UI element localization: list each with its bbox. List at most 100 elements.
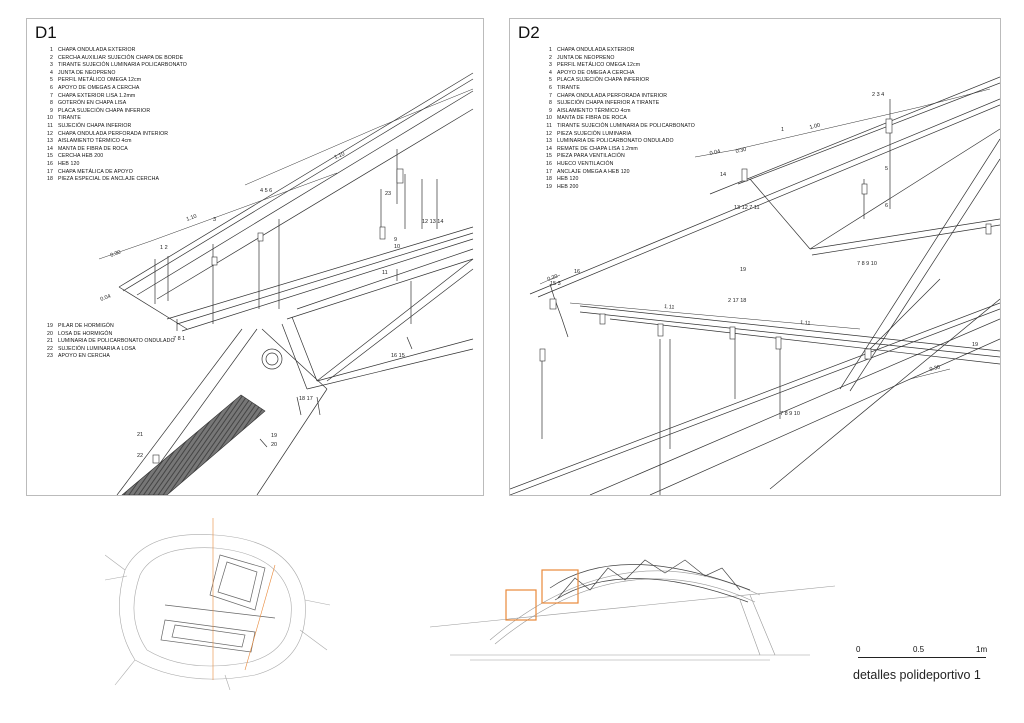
legend-number: 19 [47, 323, 53, 329]
legend-item: 14 REMATE DE CHAPA LISA 1.2mm [538, 146, 695, 154]
legend-number: 1 [50, 47, 53, 53]
legend-number: 10 [546, 115, 552, 122]
d1-callout-19: 19 [271, 433, 277, 439]
legend-item: 17 CHAPA METÁLICA DE APOYO [39, 169, 187, 177]
d2-section-drawing: 2 3 4 1 5 6 14 13 12 7 11 19 7 8 9 10 16… [510, 76, 1000, 495]
legend-item: 8 SUJECIÓN CHAPA INFERIOR A TIRANTE [538, 100, 695, 108]
legend-number: 15 [47, 153, 53, 160]
d1-callout-22: 22 [137, 453, 143, 459]
legend-text: REMATE DE CHAPA LISA 1.2mm [557, 145, 638, 152]
legend-number: 17 [47, 168, 53, 175]
legend-item: 16 HEB 120 [39, 161, 187, 169]
d2-callout-14: 14 [720, 172, 726, 178]
legend-item: 13 LUMINARIA DE POLICARBONATO ONDULADO [538, 138, 695, 146]
d2-callout-2-17-18: 2 17 18 [728, 298, 746, 304]
d1-callout-4-5-6: 4 5 6 [260, 188, 272, 194]
legend-number: 21 [47, 338, 53, 345]
legend-text: APOYO DE OMEGAS A CERCHA [58, 84, 140, 91]
legend-text: PERFIL METÁLICO OMEGA 12cm [557, 62, 641, 69]
d2-dim-030-a: 0.30 [735, 147, 747, 155]
d1-callout-18-17: 18 17 [299, 396, 313, 402]
legend-text: PIEZA SUJECIÓN LUMINARIA [557, 130, 632, 137]
legend-item: 21 LUMINARIA DE POLICARBONATO ONDULADO [39, 338, 175, 346]
legend-number: 13 [47, 138, 53, 145]
d2-dim-020: 0.20 [547, 274, 559, 283]
legend-text: CERCHA HEB 200 [58, 153, 104, 160]
legend-text: TIRANTE [557, 84, 580, 91]
legend-text: LUMINARIA DE POLICARBONATO ONDULADO [58, 338, 175, 345]
legend-number: 8 [549, 100, 552, 107]
d2-dim-100: 1.00 [809, 123, 821, 131]
legend-number: 6 [50, 84, 53, 91]
legend-number: 4 [549, 69, 552, 76]
sheet-caption: detalles polideportivo 1 [853, 668, 981, 682]
legend-number: 11 [546, 122, 552, 129]
legend-text: CHAPA ONDULADA EXTERIOR [557, 47, 635, 53]
legend-number: 13 [546, 138, 552, 145]
elevation-drawing [430, 559, 835, 661]
legend-number: 14 [546, 145, 552, 152]
legend-text: MANTA DE FIBRA DE ROCA [58, 145, 128, 152]
scale-tick-0: 0 [856, 645, 861, 654]
d1-callout-20: 20 [271, 442, 277, 448]
d1-section-drawing: 1 2 3 4 5 6 23 9 10 12 13 14 11 7 8 1 16… [98, 72, 474, 495]
legend-text: APOYO EN CERCHA [58, 353, 110, 360]
legend-text: MANTA DE FIBRA DE ROCA [557, 115, 627, 122]
d1-dim-110-lower: 1.10 [186, 214, 198, 223]
d2-callout-2-3-4: 2 3 4 [872, 92, 884, 98]
legend-number: 1 [549, 47, 552, 53]
d2-callout-5: 5 [885, 166, 888, 172]
legend-number: 17 [546, 168, 552, 175]
d1-dim-004: 0.04 [100, 294, 112, 303]
legend-number: 5 [50, 77, 53, 84]
legend-text: HEB 120 [58, 160, 80, 167]
d1-callout-3: 3 [213, 217, 216, 223]
legend-number: 18 [47, 176, 53, 183]
legend-item: 13 AISLAMIENTO TÉRMICO 4cm [39, 138, 187, 146]
legend-text: ANCLAJE OMEGA A HEB 120 [557, 168, 630, 175]
legend-text: SUJECIÓN CHAPA INFERIOR [58, 122, 132, 129]
legend-text: CHAPA ONDULADA PERFORADA INTERIOR [58, 130, 169, 137]
legend-text: AISLAMIENTO TÉRMICO 4cm [58, 138, 132, 145]
legend-text: PERFIL METÁLICO OMEGA 12cm [58, 77, 142, 84]
legend-text: PIEZA ESPECIAL DE ANCLAJE CERCHA [58, 176, 160, 183]
legend-text: PLACA SUJECIÓN CHAPA INFERIOR [58, 107, 151, 114]
legend-text: PILAR DE HORMIGÓN [58, 323, 114, 329]
legend-text: CHAPA METÁLICA DE APOYO [58, 168, 133, 175]
legend-number: 16 [47, 160, 53, 167]
legend-item: 15 CERCHA HEB 200 [39, 153, 187, 161]
legend-number: 6 [549, 84, 552, 91]
legend-text: SUJECIÓN CHAPA INFERIOR A TIRANTE [557, 100, 660, 107]
legend-item: 6 TIRANTE [538, 85, 695, 93]
scale-tick-1m: 1m [976, 645, 988, 654]
legend-item: 10 MANTA DE FIBRA DE ROCA [538, 115, 695, 123]
legend-text: HUECO VENTILACIÓN [557, 160, 614, 167]
legend-number: 3 [50, 62, 53, 69]
legend-text: APOYO DE OMEGA A CERCHA [557, 69, 635, 76]
d2-callout-19-a: 19 [740, 267, 746, 273]
legend-text: LUMINARIA DE POLICARBONATO ONDULADO [557, 138, 674, 145]
legend-number: 14 [47, 145, 53, 152]
legend-text: CERCHA AUXILIAR SUJECIÓN CHAPA DE BORDE [58, 54, 184, 61]
legend-number: 16 [546, 160, 552, 167]
legend-item: 16 HUECO VENTILACIÓN [538, 161, 695, 169]
d1-callout-16-15: 16 15 [391, 353, 405, 359]
